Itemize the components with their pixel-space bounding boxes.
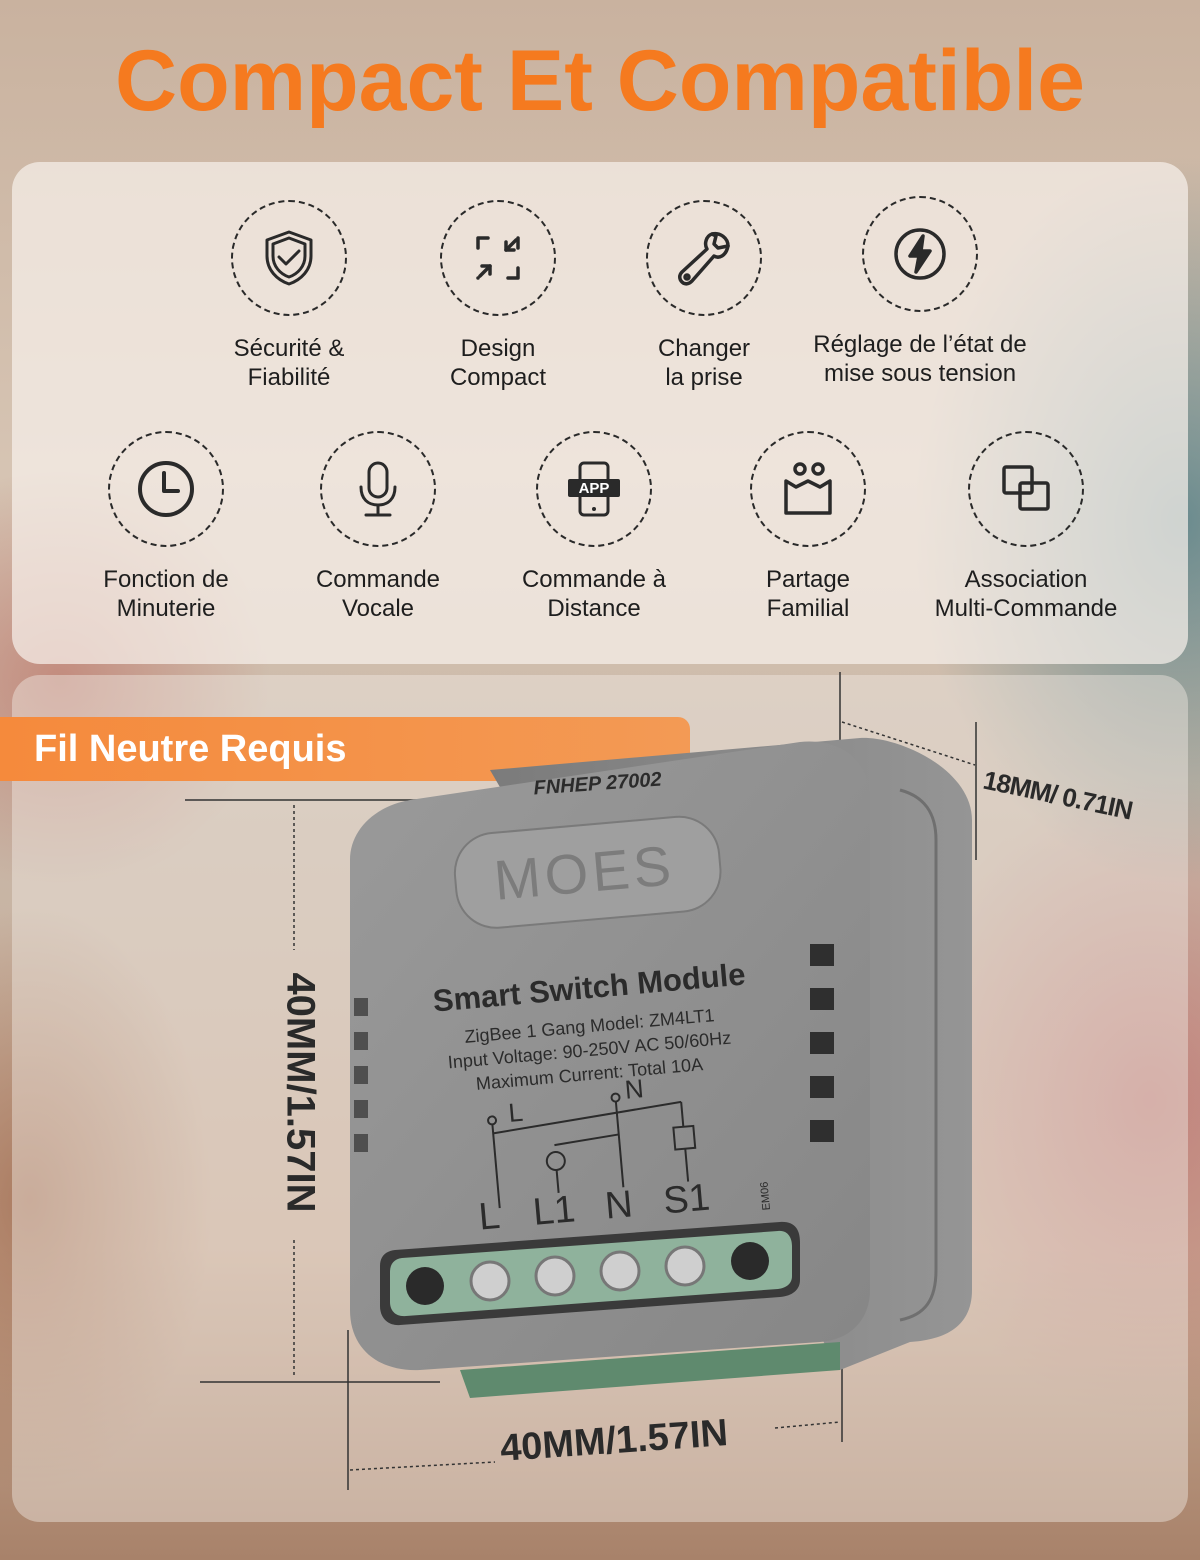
link-squares-icon (1002, 465, 1050, 511)
svg-text:N: N (624, 1073, 645, 1105)
svg-text:S1: S1 (662, 1177, 712, 1223)
clock-icon (138, 461, 194, 517)
wrench-icon (678, 231, 730, 286)
features-panel (12, 162, 1188, 664)
page-title: Compact Et Compatible (115, 33, 1085, 129)
height-dimension: 40MM/1.57IN (278, 972, 323, 1213)
svg-text:EM06: EM06 (759, 1181, 773, 1211)
smart-switch-module: MOES FNHEP 27002 Smart Switch Module Zig… (350, 737, 972, 1398)
svg-text:L1: L1 (531, 1188, 577, 1234)
svg-text:APP: APP (579, 480, 610, 497)
svg-text:N: N (603, 1183, 634, 1227)
family-icon (784, 462, 832, 515)
compress-icon (476, 236, 520, 280)
phone-app-icon: APP (568, 461, 620, 517)
feature-security: Sécurité &Fiabilité (169, 200, 409, 392)
svg-text:MOES: MOES (491, 833, 677, 912)
lightning-icon (894, 228, 946, 280)
svg-text:L: L (477, 1195, 502, 1239)
microphone-icon (359, 461, 397, 517)
svg-text:L: L (507, 1097, 524, 1128)
shield-check-icon (265, 230, 313, 286)
